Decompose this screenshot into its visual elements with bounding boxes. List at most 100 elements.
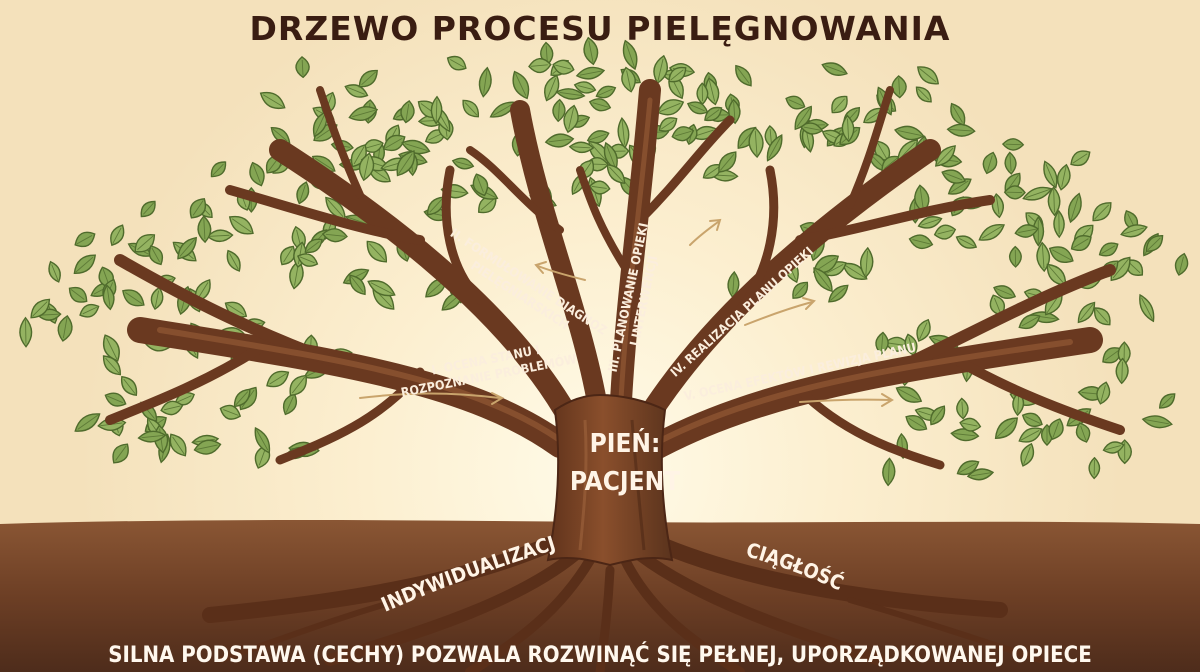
leaf-vein — [768, 136, 782, 159]
leaf-vein — [483, 69, 488, 94]
leaf-vein — [555, 64, 571, 70]
leaf-vein — [880, 334, 884, 351]
leaf-vein — [179, 238, 196, 257]
leaf-vein — [455, 161, 472, 167]
leaf-vein — [986, 155, 993, 172]
leaf-vein — [32, 301, 48, 317]
leaf-vein — [621, 120, 626, 145]
leaf-vein — [961, 401, 964, 417]
branch-system — [105, 79, 1125, 470]
leaf-vein — [1105, 445, 1121, 451]
leaf-vein — [285, 396, 294, 413]
leaf-vein — [1141, 297, 1153, 320]
leaf-vein — [366, 143, 382, 149]
leaf-vein — [921, 218, 940, 226]
leaf-vein — [82, 306, 97, 315]
leaf-vein — [209, 234, 230, 237]
leaf-vein — [492, 103, 515, 116]
leaf-vein — [589, 133, 607, 141]
leaf-vein — [172, 436, 185, 455]
leaf-vein — [1079, 303, 1094, 321]
leaf-vein — [262, 94, 284, 108]
leaf-vein — [943, 172, 963, 181]
leaf-vein — [908, 417, 926, 429]
leaf-vein — [919, 187, 924, 210]
leaf-vein — [291, 376, 306, 394]
leaf-vein — [480, 198, 495, 211]
leaf-vein — [326, 198, 344, 217]
growth-arrows — [359, 218, 894, 407]
leaf-vein — [689, 104, 705, 112]
leaf-vein — [1121, 361, 1123, 382]
leaf-vein — [559, 91, 583, 97]
leaf-vein — [1020, 430, 1040, 441]
leaf-vein — [1144, 419, 1169, 425]
leaf-vein — [952, 105, 963, 123]
leaf-vein — [733, 101, 736, 121]
leaf-vein — [1147, 237, 1161, 251]
leaf-vein — [269, 372, 287, 385]
leaf-vein — [370, 282, 394, 295]
leaf-vein — [231, 218, 252, 233]
leaf-vein — [1101, 245, 1116, 255]
leaf-vein — [1160, 395, 1173, 407]
leaf-vein — [824, 65, 846, 74]
leaf-vein — [314, 114, 325, 135]
leaf-vein — [299, 256, 315, 264]
leaf-vein — [464, 102, 478, 116]
leaf-vein — [1073, 238, 1089, 249]
leaf-vein — [803, 126, 821, 131]
leaf-vein — [833, 98, 846, 112]
leaf-vein — [609, 166, 624, 183]
leaf-vein — [887, 342, 906, 346]
leaf-vein — [62, 317, 68, 339]
leaf-vein — [577, 85, 594, 90]
leaf-vein — [369, 243, 386, 261]
leaf-vein — [1052, 249, 1072, 261]
leaf-vein — [919, 322, 928, 340]
leaf-vein — [1100, 385, 1106, 402]
leaf-vein — [626, 70, 632, 90]
leaf-vein — [897, 130, 922, 137]
leaf-vein — [959, 462, 977, 474]
leaf-vein — [325, 233, 346, 237]
leaf-vein — [1005, 143, 1022, 146]
leaf-vein — [272, 128, 288, 142]
leaf-vein — [996, 419, 1016, 438]
leaf-vein — [970, 472, 992, 477]
leaf-vein — [429, 198, 443, 213]
leaf-vein — [949, 128, 972, 132]
leaf-vein — [1018, 228, 1037, 234]
leaf-vein — [75, 256, 94, 273]
leaf-vein — [706, 109, 720, 120]
leaf-vein — [196, 444, 218, 450]
leaf-vein — [1105, 349, 1120, 361]
leaf-vein — [1052, 421, 1060, 438]
trunk-label-line-2: PACJENT — [570, 467, 680, 497]
leaf-vein — [579, 70, 603, 76]
leaf-vein — [192, 200, 204, 216]
leaf-vein — [754, 130, 758, 156]
leaf-vein — [571, 146, 591, 149]
leaf-vein — [917, 88, 930, 101]
leaf-vein — [363, 156, 370, 179]
leaf-vein — [77, 414, 99, 430]
leaf-vein — [297, 244, 303, 265]
leaf-vein — [1095, 309, 1109, 323]
leaf-vein — [177, 395, 192, 403]
leaf-vein — [154, 290, 160, 308]
leaf-vein — [223, 409, 239, 416]
leaf-vein — [256, 429, 269, 451]
leaf-vein — [557, 102, 560, 120]
leaf-vein — [163, 405, 181, 411]
leaf-vein — [981, 225, 1003, 239]
leaf-vein — [1072, 153, 1088, 164]
leaf-vein — [591, 185, 607, 189]
leaf-vein — [994, 297, 1002, 314]
leaf-vein — [405, 103, 410, 121]
leaf-vein — [1021, 316, 1039, 327]
leaf-vein — [568, 107, 575, 130]
trunk-label-line-1: PIEŃ: — [590, 427, 661, 459]
leaf-vein — [887, 460, 890, 483]
leaf-vein — [115, 445, 127, 461]
